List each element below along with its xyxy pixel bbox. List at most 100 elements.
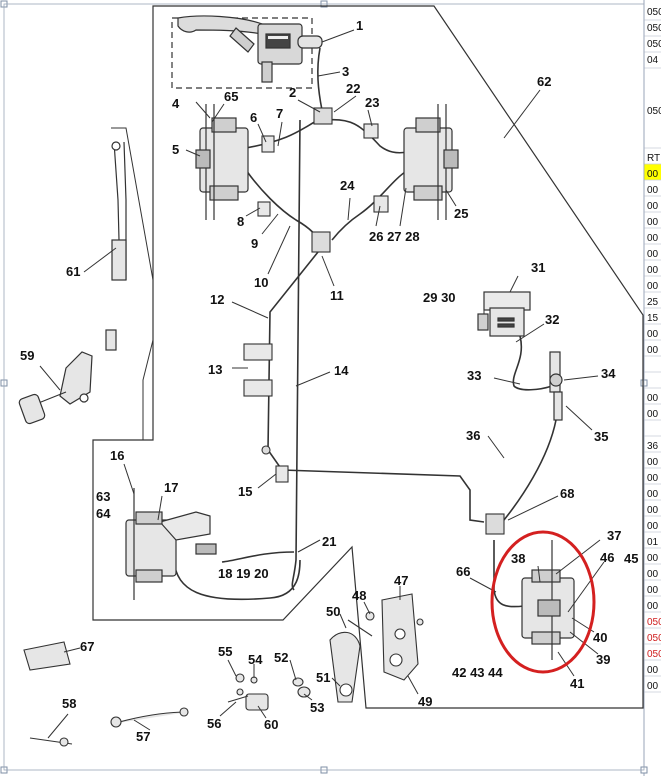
side-cell: 00 [647,329,659,340]
bottom-small-parts [23,593,424,747]
side-cell: 00 [647,233,659,244]
callout-9: 9 [251,236,258,251]
callout-68: 68 [560,486,574,501]
callout-15: 15 [238,484,252,499]
side-spreadsheet-column: 050 050 050 04 050 RT 00 00 00 00 00 00 … [643,0,661,776]
callout-8: 8 [237,214,244,229]
callout-40: 40 [593,630,607,645]
callout-47: 47 [394,573,408,588]
callout-24: 24 [340,178,355,193]
callout-60: 60 [264,717,278,732]
side-cell: 25 [647,297,659,308]
callout-62: 62 [537,74,551,89]
side-cell: 00 [647,249,659,260]
highlight-ellipse [490,530,596,674]
side-cell: 050 [647,23,661,34]
line-fittings [243,107,505,535]
part-67 [23,641,71,671]
side-cell: 01 [647,537,659,548]
side-cell: 36 [647,441,659,452]
callout-37: 37 [607,528,621,543]
callout-13: 13 [208,362,222,377]
side-cell: 00 [647,393,659,404]
callout-51: 51 [316,670,330,685]
rear-left-caliper [125,488,217,600]
callout-2: 2 [289,85,296,100]
callout-4: 4 [172,96,180,111]
callout-65: 65 [224,89,238,104]
callout-58: 58 [62,696,76,711]
callout-17: 17 [164,480,178,495]
callout-66: 66 [456,564,470,579]
side-cell: 050 [647,633,661,644]
side-cell: 00 [647,409,659,420]
callout-38: 38 [511,551,525,566]
callout-32: 32 [545,312,559,327]
callout-21: 21 [322,534,336,549]
callout-1: 1 [356,18,363,33]
side-cell: 00 [647,601,659,612]
side-cell: 00 [647,473,659,484]
callout-57: 57 [136,729,150,744]
callout-56: 56 [207,716,221,731]
callout-7: 7 [276,106,283,121]
brake-lever-master-cylinder [177,15,323,83]
callout-36: 36 [466,428,480,443]
callout-34: 34 [601,366,616,381]
front-left-caliper [195,104,249,220]
callout-67: 67 [80,639,94,654]
side-cell: 00 [647,585,659,596]
callout-59: 59 [20,348,34,363]
callout-42-43-44: 42 43 44 [452,665,503,680]
callout-63: 63 [96,489,110,504]
callout-leader-lines [39,29,605,739]
side-cell: 00 [647,217,659,228]
callout-48: 48 [352,588,366,603]
callout-10: 10 [254,275,268,290]
side-cell: 00 [647,505,659,516]
brake-lines [173,47,557,608]
side-cell: 050 [647,7,661,18]
callout-3: 3 [342,64,349,79]
side-cell: 00 [647,281,659,292]
side-cell: 050 [647,617,661,628]
rear-master-cylinder [549,351,563,421]
highlighted-row [644,164,661,180]
side-cell: 00 [647,553,659,564]
callout-35: 35 [594,429,608,444]
callout-54: 54 [248,652,263,667]
callout-22: 22 [346,81,360,96]
callout-41: 41 [570,676,584,691]
image-border [3,3,645,771]
side-cell: 00 [647,169,659,180]
callout-labels: 1 2 3 4 5 6 7 8 9 10 11 12 13 14 15 16 1… [20,18,638,744]
parking-cable [105,141,127,351]
side-cell: RT [647,153,660,164]
side-cell: 15 [647,313,659,324]
side-cell: 050 [647,649,661,660]
callout-61: 61 [66,264,80,279]
callout-26-27-28: 26 27 28 [369,229,420,244]
left-inset-outline [93,127,154,441]
callout-12: 12 [210,292,224,307]
callout-23: 23 [365,95,379,110]
callout-33: 33 [467,368,481,383]
side-cell: 00 [647,681,659,692]
callout-45: 45 [624,551,638,566]
side-cell: 00 [647,185,659,196]
rear-right-caliper [521,540,575,660]
side-cell: 00 [647,489,659,500]
side-cell: 00 [647,569,659,580]
callout-18-19-20: 18 19 20 [218,566,269,581]
callout-11: 11 [330,288,344,303]
side-cell: 00 [647,521,659,532]
side-cell: 00 [647,345,659,356]
side-cell: 00 [647,265,659,276]
callout-46: 46 [600,550,614,565]
side-cell: 00 [647,457,659,468]
callout-50: 50 [326,604,340,619]
callout-25: 25 [454,206,468,221]
rear-reservoir [477,291,531,337]
